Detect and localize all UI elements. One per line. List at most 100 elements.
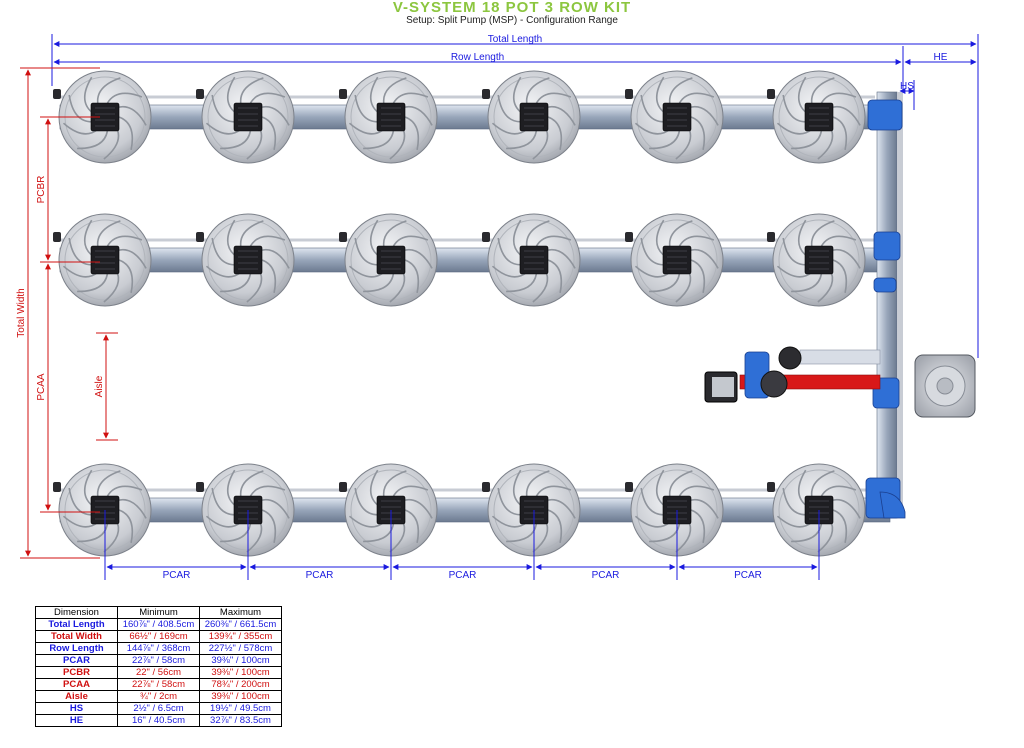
total-width-label: Total Width bbox=[16, 288, 27, 337]
drain-grate bbox=[519, 102, 549, 132]
pot bbox=[53, 213, 152, 307]
pot bbox=[767, 70, 866, 164]
pot bbox=[767, 463, 866, 557]
minimum-cell: 16" / 40.5cm bbox=[117, 714, 200, 727]
drain-grate bbox=[233, 245, 263, 275]
pot bbox=[53, 70, 152, 164]
minimum-cell: 22⅞" / 58cm bbox=[117, 678, 200, 691]
drain-grate bbox=[376, 102, 406, 132]
pot bbox=[339, 70, 438, 164]
return-pipe bbox=[799, 349, 881, 365]
dimension-name-cell: Row Length bbox=[35, 642, 118, 655]
pump-label bbox=[712, 377, 734, 397]
tank-cap bbox=[936, 377, 954, 395]
minimum-cell: 22" / 56cm bbox=[117, 666, 200, 679]
hs-label: HS bbox=[900, 81, 914, 92]
drain-grate bbox=[233, 102, 263, 132]
drain-grate bbox=[804, 102, 834, 132]
pcar-label: PCAR bbox=[306, 570, 334, 581]
pot bbox=[339, 463, 438, 557]
dimension-name-cell: HE bbox=[35, 714, 118, 727]
dimension-name-cell: PCAR bbox=[35, 654, 118, 667]
pcaa-label: PCAA bbox=[36, 373, 47, 401]
total-length-label: Total Length bbox=[488, 34, 543, 45]
maximum-cell: 32⅞" / 83.5cm bbox=[199, 714, 282, 727]
drip-valve bbox=[482, 482, 490, 492]
pot-grid bbox=[53, 70, 866, 557]
page-subtitle: Setup: Split Pump (MSP) - Configuration … bbox=[406, 15, 618, 26]
maximum-cell: 39⅜" / 100cm bbox=[199, 666, 282, 679]
pcar-label: PCAR bbox=[163, 570, 191, 581]
he-label: HE bbox=[934, 52, 948, 63]
drip-valve bbox=[53, 89, 61, 99]
pipe-network bbox=[59, 91, 906, 523]
dimension-name-cell: Total Length bbox=[35, 618, 118, 631]
blue-fitting bbox=[873, 277, 897, 293]
row-pipe bbox=[59, 497, 891, 523]
maximum-cell: 39⅜" / 100cm bbox=[199, 690, 282, 703]
minimum-cell: 144⅞" / 368cm bbox=[117, 642, 200, 655]
table-header-cell: Minimum bbox=[117, 606, 200, 619]
drip-valve bbox=[767, 89, 775, 99]
drip-valve bbox=[625, 89, 633, 99]
blue-fitting bbox=[873, 231, 901, 261]
pot bbox=[767, 213, 866, 307]
drip-valve bbox=[339, 89, 347, 99]
drain-grate bbox=[662, 245, 692, 275]
drain-grate bbox=[662, 102, 692, 132]
pot bbox=[196, 70, 295, 164]
maximum-cell: 260⅜" / 661.5cm bbox=[199, 618, 282, 631]
drip-valve bbox=[53, 232, 61, 242]
maximum-cell: 78¾" / 200cm bbox=[199, 678, 282, 691]
drip-valve bbox=[625, 232, 633, 242]
pot bbox=[625, 213, 724, 307]
minimum-cell: ¾" / 2cm bbox=[117, 690, 200, 703]
dimension-name-cell: HS bbox=[35, 702, 118, 715]
pcar-label: PCAR bbox=[592, 570, 620, 581]
pot bbox=[196, 213, 295, 307]
drain-grate bbox=[90, 245, 120, 275]
dimension-name-cell: Aisle bbox=[35, 690, 118, 703]
minimum-cell: 66½" / 169cm bbox=[117, 630, 200, 643]
drain-grate bbox=[376, 245, 406, 275]
pot bbox=[482, 213, 581, 307]
pump-and-tank bbox=[704, 346, 976, 418]
drip-valve bbox=[196, 232, 204, 242]
drain-grate bbox=[804, 245, 834, 275]
table-header-cell: Maximum bbox=[199, 606, 282, 619]
table-header-cell: Dimension bbox=[35, 606, 118, 619]
aisle-label: Aisle bbox=[94, 375, 105, 397]
pcar-label: PCAR bbox=[734, 570, 762, 581]
table-header-row: Dimension Minimum Maximum bbox=[35, 606, 282, 619]
pot bbox=[196, 463, 295, 557]
elbow-fitting bbox=[879, 491, 906, 519]
maximum-cell: 19½" / 49.5cm bbox=[199, 702, 282, 715]
pot bbox=[339, 213, 438, 307]
drip-valve bbox=[625, 482, 633, 492]
row-length-label: Row Length bbox=[451, 52, 504, 63]
drip-valve bbox=[339, 482, 347, 492]
manifold-pipe bbox=[876, 91, 898, 513]
pump-head bbox=[760, 370, 788, 398]
maximum-cell: 139¾" / 355cm bbox=[199, 630, 282, 643]
page-title: V-SYSTEM 18 POT 3 ROW KIT bbox=[392, 0, 632, 16]
pot bbox=[482, 463, 581, 557]
drain-grate bbox=[519, 245, 549, 275]
drip-valve bbox=[767, 232, 775, 242]
pot bbox=[482, 70, 581, 164]
minimum-cell: 22⅞" / 58cm bbox=[117, 654, 200, 667]
maximum-cell: 39⅜" / 100cm bbox=[199, 654, 282, 667]
dimension-name-cell: Total Width bbox=[35, 630, 118, 643]
